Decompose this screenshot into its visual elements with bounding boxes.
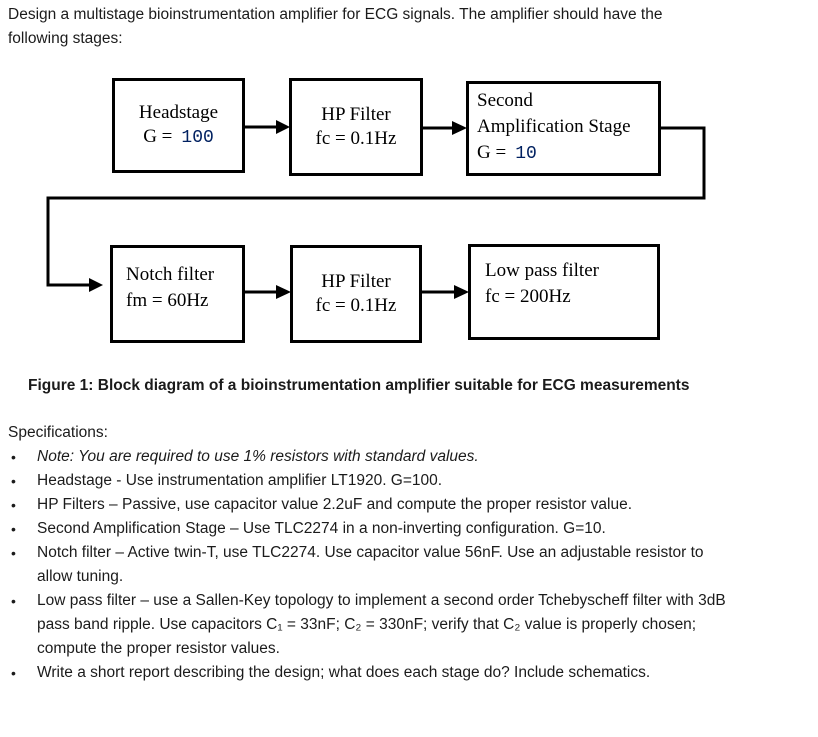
spec-line: Headstage - Use instrumentation amplifie…: [37, 472, 443, 489]
stage-box-headstage: Headstage G = 100: [112, 78, 245, 173]
bullet-icon: •: [11, 593, 16, 609]
spec-item: • Write a short report describing the de…: [7, 661, 726, 685]
spec-line: Notch filter – Active twin-T, use TLC227…: [37, 544, 704, 561]
stage-box-low-pass-filter: Low pass filter fc = 200Hz: [468, 244, 660, 340]
spec-line: Second Amplification Stage – Use TLC2274…: [37, 520, 606, 537]
bullet-icon: •: [11, 545, 16, 561]
spec-item: • Second Amplification Stage – Use TLC22…: [7, 517, 726, 541]
stage-box-second-amplification: Second Amplification Stage G = 10: [466, 81, 661, 176]
stage-cutoff: fc = 0.1Hz: [315, 295, 397, 316]
stage-title: Headstage: [138, 102, 219, 123]
spec-line: HP Filters – Passive, use capacitor valu…: [37, 496, 633, 513]
spec-item: • Note: You are required to use 1% resis…: [7, 445, 726, 469]
spec-line: Write a short report describing the desi…: [37, 664, 651, 681]
bullet-icon: •: [11, 521, 16, 537]
bullet-icon: •: [11, 473, 16, 489]
stage-title: HP Filter: [321, 104, 391, 125]
specifications-section: Specifications: • Note: You are required…: [7, 421, 726, 685]
specifications-heading: Specifications:: [8, 424, 108, 441]
spec-item: • Notch filter – Active twin-T, use TLC2…: [7, 541, 726, 589]
gain-value: 100: [181, 128, 214, 148]
stage-title: Second: [477, 90, 533, 111]
spec-line: compute the proper resistor values.: [37, 640, 280, 657]
bullet-icon: •: [11, 449, 16, 465]
stage-box-hp-filter-2: HP Filter fc = 0.1Hz: [290, 245, 422, 343]
stage-box-hp-filter-1: HP Filter fc = 0.1Hz: [289, 78, 423, 176]
spec-item: • HP Filters – Passive, use capacitor va…: [7, 493, 726, 517]
gain-label: G =: [477, 142, 507, 163]
spec-line: pass band ripple. Use capacitors C₁ = 33…: [37, 616, 697, 633]
stage-cutoff: fm = 60Hz: [126, 290, 209, 311]
spec-line: Note: You are required to use 1% resisto…: [37, 448, 479, 465]
stage-title: Amplification Stage: [477, 116, 631, 137]
intro-paragraph: Design a multistage bioinstrumentation a…: [8, 3, 662, 51]
spec-line: allow tuning.: [37, 568, 124, 585]
spec-item: • Low pass filter – use a Sallen-Key top…: [7, 589, 726, 661]
spec-item: • Headstage - Use instrumentation amplif…: [7, 469, 726, 493]
gain-label: G =: [143, 126, 173, 147]
figure-caption: Figure 1: Block diagram of a bioinstrume…: [28, 377, 690, 394]
stage-gain: G = 10: [477, 140, 658, 167]
stage-title: Notch filter: [126, 264, 215, 285]
stage-title: Low pass filter: [485, 260, 599, 281]
spec-line: Low pass filter – use a Sallen-Key topol…: [37, 592, 726, 609]
stage-title: HP Filter: [321, 271, 391, 292]
stage-box-notch-filter: Notch filter fm = 60Hz: [110, 245, 245, 343]
gain-value: 10: [515, 144, 537, 164]
intro-line: following stages:: [8, 30, 123, 47]
stage-cutoff: fc = 200Hz: [485, 286, 571, 307]
bullet-icon: •: [11, 497, 16, 513]
bullet-icon: •: [11, 665, 16, 681]
intro-line: Design a multistage bioinstrumentation a…: [8, 6, 663, 23]
stage-cutoff: fc = 0.1Hz: [315, 128, 397, 149]
stage-gain: G = 100: [143, 125, 214, 150]
